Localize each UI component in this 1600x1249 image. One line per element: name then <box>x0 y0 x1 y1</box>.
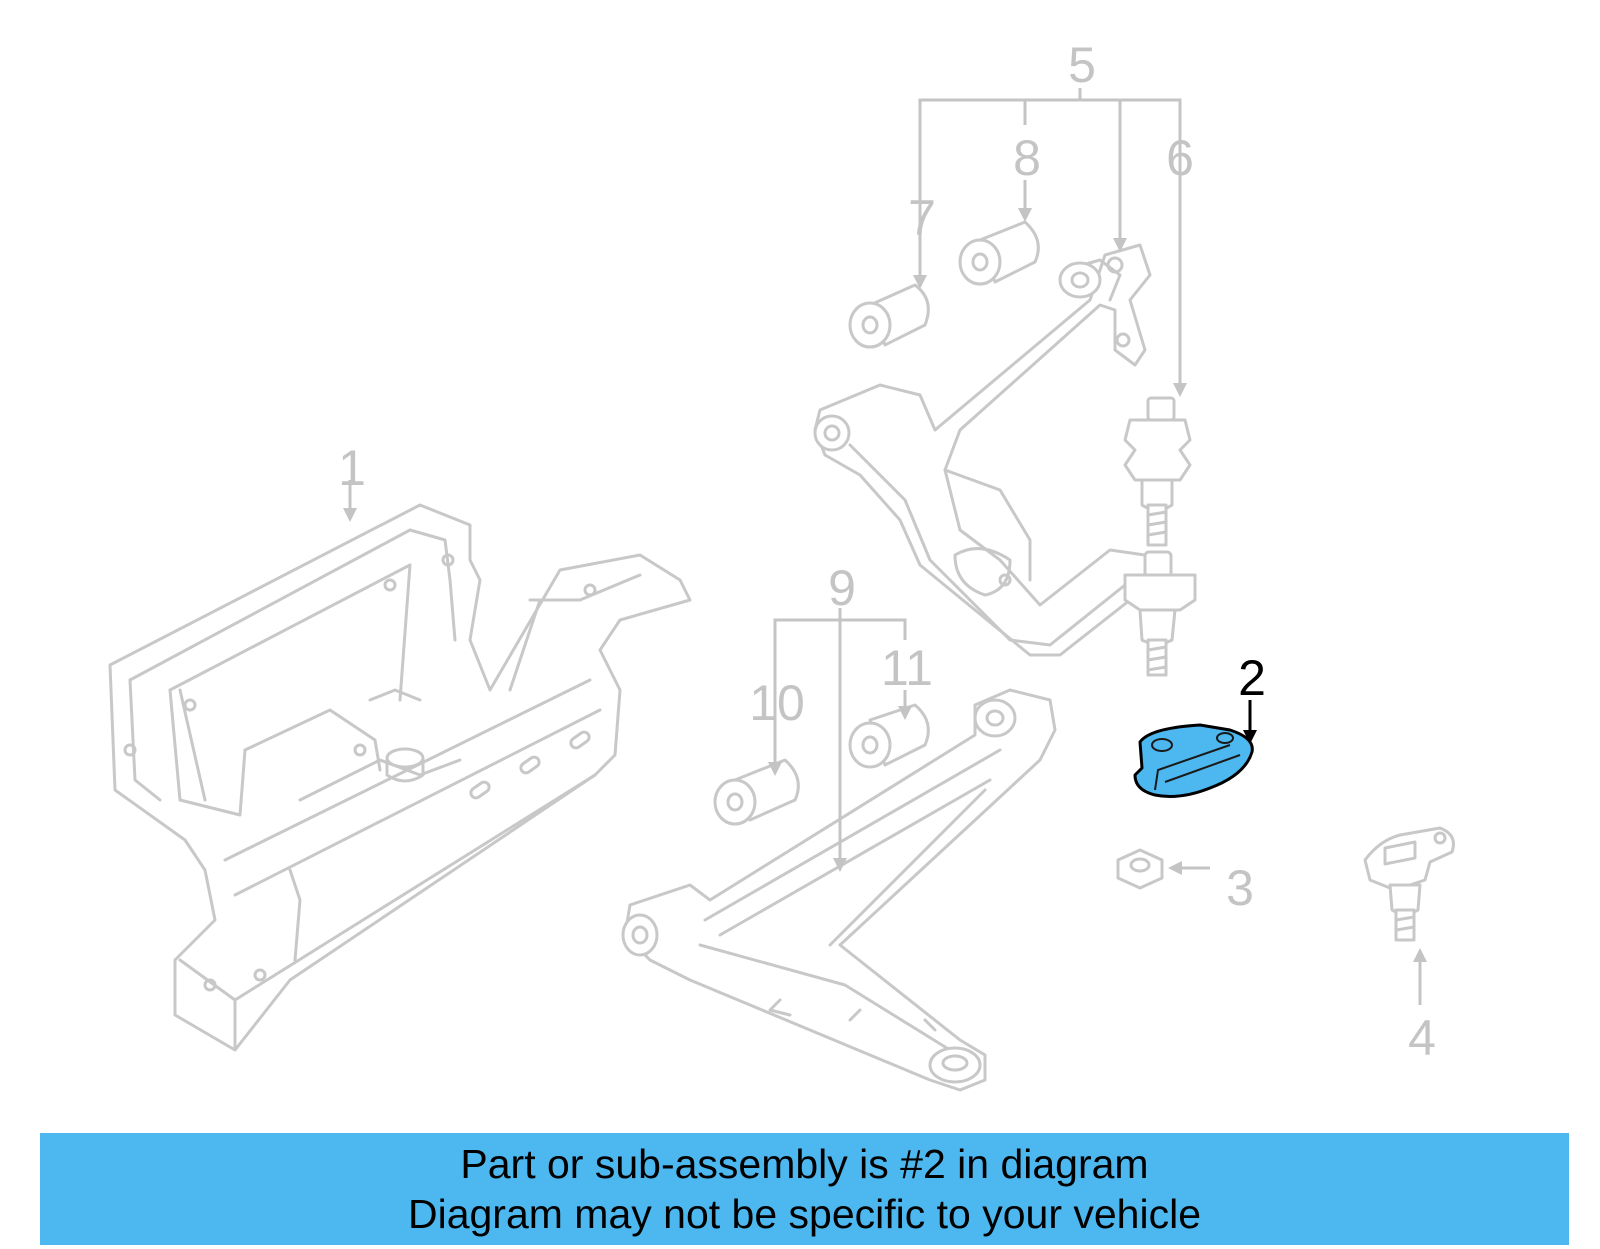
bushing-part-11[interactable] <box>848 703 930 769</box>
banner-line-2: Diagram may not be specific to your vehi… <box>407 1191 1201 1237</box>
callout-6: 6 <box>1166 130 1194 186</box>
callout-9: 9 <box>828 560 856 616</box>
upper-ball-joint-part-6[interactable] <box>1123 396 1192 547</box>
callout-11: 11 <box>881 640 933 696</box>
nut-part-3[interactable] <box>1116 848 1164 890</box>
callout-2[interactable]: 2 <box>1238 650 1266 706</box>
callout-3: 3 <box>1226 860 1254 916</box>
bushing-part-10[interactable] <box>713 758 800 826</box>
leaders <box>343 88 1427 1005</box>
highlighted-part-2[interactable] <box>1133 723 1254 798</box>
callout-7: 7 <box>908 190 936 246</box>
callout-1: 1 <box>338 440 366 496</box>
lower-ball-joint-part-4[interactable] <box>1363 826 1455 942</box>
callout-10: 10 <box>749 675 805 731</box>
bushing-part-7[interactable] <box>848 283 930 349</box>
lower-control-arm-part-9[interactable] <box>621 688 1057 1092</box>
banner-line-1: Part or sub-assembly is #2 in diagram <box>460 1141 1149 1187</box>
callout-4: 4 <box>1408 1010 1436 1066</box>
callout-8: 8 <box>1013 130 1041 186</box>
ball-joint-on-upper-arm <box>1123 550 1197 677</box>
info-banner: Part or sub-assembly is #2 in diagram Di… <box>40 1133 1569 1245</box>
crossmember-part-1[interactable] <box>108 503 692 1052</box>
callout-5: 5 <box>1068 37 1096 93</box>
upper-control-arm-part-5[interactable] <box>813 243 1152 657</box>
bushing-part-8[interactable] <box>958 220 1040 286</box>
